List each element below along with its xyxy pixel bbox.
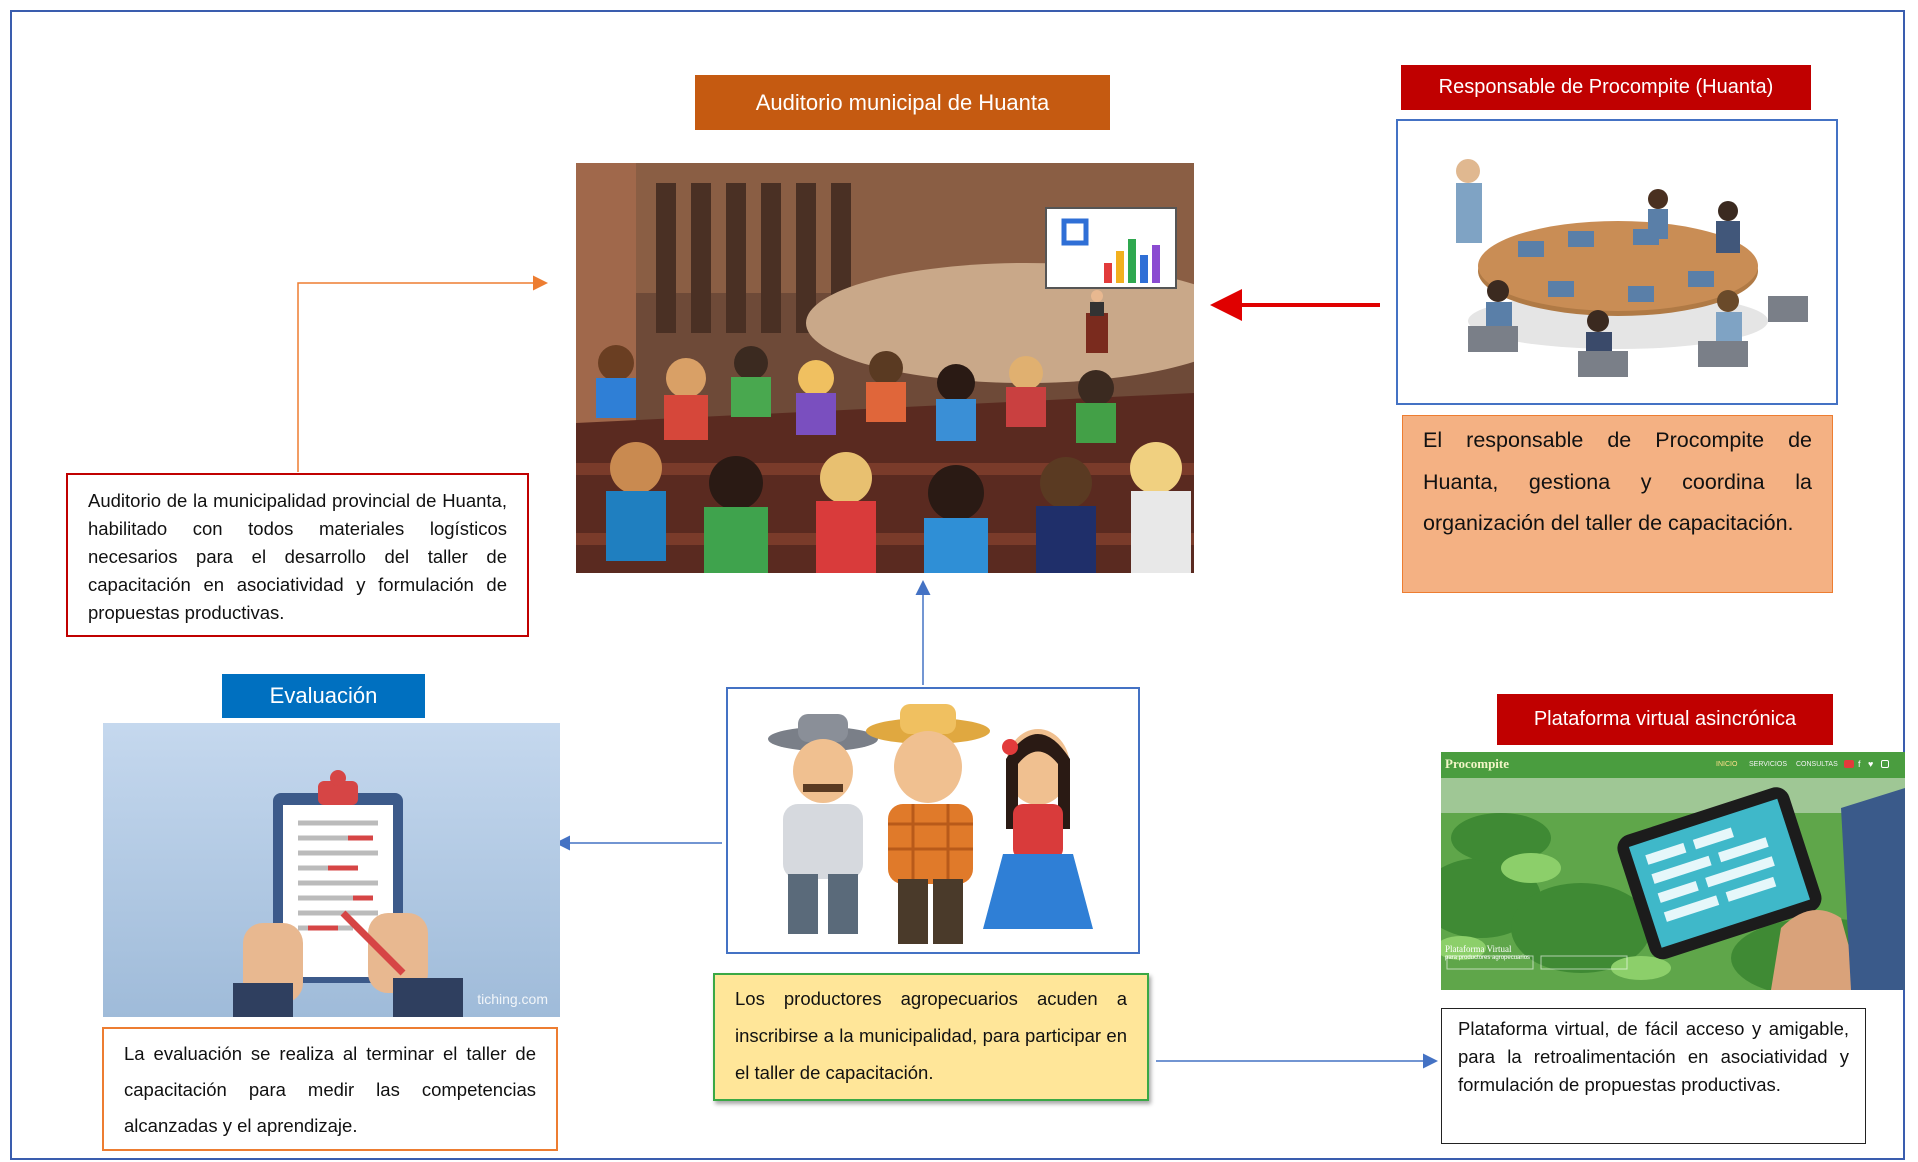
- producers-image: [726, 687, 1140, 954]
- tiching-watermark: tiching.com: [477, 991, 548, 1007]
- platform-title: Plataforma virtual asincrónica: [1497, 694, 1833, 745]
- producers-description-text: Los productores agropecuarios acuden a i…: [735, 988, 1127, 1083]
- platform-nav-inicio[interactable]: INICIO: [1716, 761, 1738, 768]
- evaluation-image: tiching.com: [103, 723, 560, 1017]
- instagram-icon[interactable]: [1881, 760, 1889, 768]
- responsible-description-text: El responsable de Procompite de Huanta, …: [1423, 428, 1812, 535]
- evaluation-description-text: La evaluación se realiza al terminar el …: [124, 1043, 536, 1136]
- auditorium-title: Auditorio municipal de Huanta: [695, 75, 1110, 130]
- facebook-icon[interactable]: f: [1858, 759, 1861, 769]
- platform-hero-subtitle: para productores agropecuarios: [1445, 955, 1531, 961]
- platform-hero-title: Plataforma Virtual: [1445, 944, 1512, 954]
- auditorium-image: [576, 163, 1194, 573]
- meeting-image: [1396, 119, 1838, 405]
- auditorium-description: Auditorio de la municipalidad provincial…: [66, 473, 529, 637]
- auditorium-description-text: Auditorio de la municipalidad provincial…: [88, 490, 507, 623]
- platform-description: Plataforma virtual, de fácil acceso y am…: [1441, 1008, 1866, 1144]
- platform-nav-servicios[interactable]: SERVICIOS: [1749, 761, 1787, 768]
- diagram-frame: [10, 10, 1905, 1160]
- responsible-description: El responsable de Procompite de Huanta, …: [1402, 415, 1833, 593]
- platform-nav-consultas[interactable]: CONSULTAS: [1796, 761, 1838, 768]
- platform-description-text: Plataforma virtual, de fácil acceso y am…: [1458, 1018, 1849, 1095]
- youtube-icon[interactable]: [1844, 760, 1854, 768]
- arrow-auditorium-desc: [297, 275, 548, 472]
- platform-screenshot: Procompite INICIO SERVICIOS CONSULTAS f …: [1441, 752, 1905, 990]
- producers-description: Los productores agropecuarios acuden a i…: [713, 973, 1149, 1101]
- evaluation-title: Evaluación: [222, 674, 425, 718]
- platform-navbar: Procompite INICIO SERVICIOS CONSULTAS f …: [1441, 752, 1905, 778]
- twitter-icon[interactable]: ♥: [1868, 759, 1874, 769]
- responsible-title: Responsable de Procompite (Huanta): [1401, 65, 1811, 110]
- evaluation-description: La evaluación se realiza al terminar el …: [102, 1027, 558, 1151]
- platform-brand: Procompite: [1445, 756, 1510, 771]
